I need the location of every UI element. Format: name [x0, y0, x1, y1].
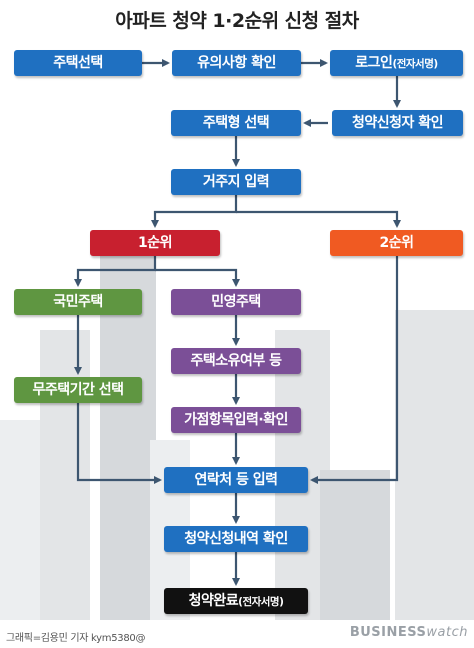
step-login-note: (전자서명): [392, 58, 438, 70]
arrow: [151, 195, 238, 228]
arrow: [76, 402, 162, 484]
brand-logo: BUSINESSwatch: [350, 625, 468, 640]
step-home-ownership: 주택소유여부 등: [171, 348, 301, 374]
step-points-input: 가점항목입력·확인: [171, 407, 301, 433]
arrow: [155, 268, 240, 287]
graphic-credit: 그래픽=김용민 기자 kym5380@: [6, 633, 146, 644]
arrow: [310, 255, 399, 484]
background-building: [395, 310, 474, 620]
step-applicant-check: 청약신청자 확인: [332, 110, 463, 136]
step-homeless-period: 무주택기간 선택: [14, 377, 142, 403]
step-login: 로그인(전자서명): [330, 50, 463, 76]
background-building: [320, 470, 390, 620]
arrow: [74, 255, 157, 287]
step-login-label: 로그인: [355, 55, 393, 71]
step-complete-label: 청약완료: [188, 593, 239, 609]
rank-1-box: 1순위: [90, 230, 220, 256]
brand-part1: BUSINESS: [349, 625, 427, 640]
step-private-housing: 민영주택: [171, 289, 301, 315]
brand-part2: watch: [426, 625, 468, 640]
step-residence-input: 거주지 입력: [171, 169, 301, 195]
arrow: [236, 210, 401, 228]
rank-2-box: 2순위: [330, 230, 463, 256]
step-type-select: 주택형 선택: [171, 110, 301, 136]
step-complete-note: (전자서명): [238, 596, 284, 608]
step-house-select: 주택선택: [14, 50, 142, 76]
step-notice-check: 유의사항 확인: [172, 50, 301, 76]
diagram-title: 아파트 청약 1·2순위 신청 절차: [115, 10, 359, 32]
step-contact-input: 연락처 등 입력: [164, 467, 308, 493]
step-application-check: 청약신청내역 확인: [164, 526, 308, 552]
step-complete: 청약완료(전자서명): [164, 588, 308, 614]
step-national-housing: 국민주택: [14, 289, 142, 315]
